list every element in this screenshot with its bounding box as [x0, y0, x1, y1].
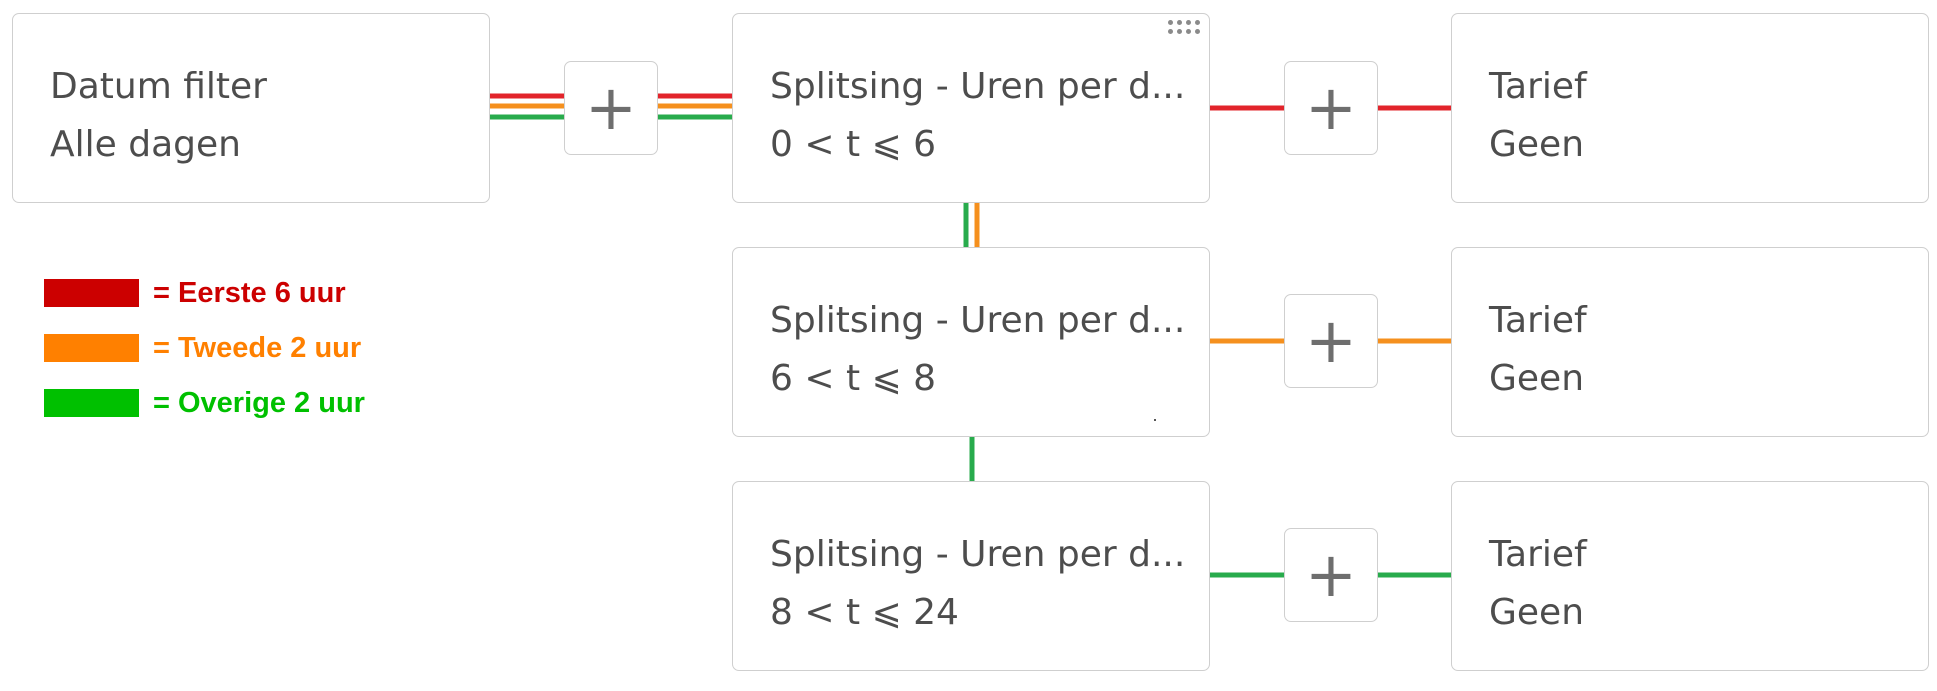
node-value: 8 < t ⩽ 24: [770, 592, 959, 633]
add-step-button-split2-tarief2[interactable]: +: [1284, 294, 1378, 388]
split-node-1[interactable]: Splitsing - Uren per d... 0 < t ⩽ 6: [732, 13, 1210, 203]
legend-label: = Tweede 2 uur: [153, 331, 362, 364]
add-step-button-split3-tarief3[interactable]: +: [1284, 528, 1378, 622]
node-value: Geen: [1489, 358, 1585, 399]
split-node-3[interactable]: Splitsing - Uren per d... 8 < t ⩽ 24: [732, 481, 1210, 671]
node-title: Splitsing - Uren per d...: [770, 300, 1186, 341]
datum-filter-node[interactable]: Datum filter Alle dagen: [12, 13, 490, 203]
legend-swatch-red: [44, 279, 139, 307]
node-value: 6 < t ⩽ 8: [770, 358, 937, 399]
legend-swatch-orange: [44, 334, 139, 362]
legend-swatch-green: [44, 389, 139, 417]
node-title: Datum filter: [50, 66, 267, 107]
node-title: Splitsing - Uren per d...: [770, 66, 1186, 107]
tarief-node-2[interactable]: Tarief Geen: [1451, 247, 1929, 437]
add-step-button-datum-split1[interactable]: +: [564, 61, 658, 155]
legend-item-eerste: = Eerste 6 uur: [44, 275, 365, 311]
node-value: Geen: [1489, 124, 1585, 165]
legend-item-overige: = Overige 2 uur: [44, 385, 365, 421]
split-node-2[interactable]: Splitsing - Uren per d... 6 < t ⩽ 8: [732, 247, 1210, 437]
plus-icon: +: [1305, 71, 1357, 144]
node-title: Splitsing - Uren per d...: [770, 534, 1186, 575]
add-step-button-split1-tarief1[interactable]: +: [1284, 61, 1378, 155]
node-title: Tarief: [1489, 300, 1587, 341]
legend-item-tweede: = Tweede 2 uur: [44, 330, 365, 366]
legend-label: = Eerste 6 uur: [153, 276, 346, 309]
color-legend: = Eerste 6 uur = Tweede 2 uur = Overige …: [44, 275, 365, 440]
node-title: Tarief: [1489, 66, 1587, 107]
node-value: Geen: [1489, 592, 1585, 633]
legend-label: = Overige 2 uur: [153, 386, 365, 419]
plus-icon: +: [585, 71, 637, 144]
node-value: 0 < t ⩽ 6: [770, 124, 937, 165]
plus-icon: +: [1305, 538, 1357, 611]
stray-dot: [1154, 419, 1156, 421]
plus-icon: +: [1305, 304, 1357, 377]
tarief-node-3[interactable]: Tarief Geen: [1451, 481, 1929, 671]
drag-handle-icon[interactable]: [1168, 20, 1202, 36]
node-value: Alle dagen: [50, 124, 241, 165]
tarief-node-1[interactable]: Tarief Geen: [1451, 13, 1929, 203]
node-title: Tarief: [1489, 534, 1587, 575]
